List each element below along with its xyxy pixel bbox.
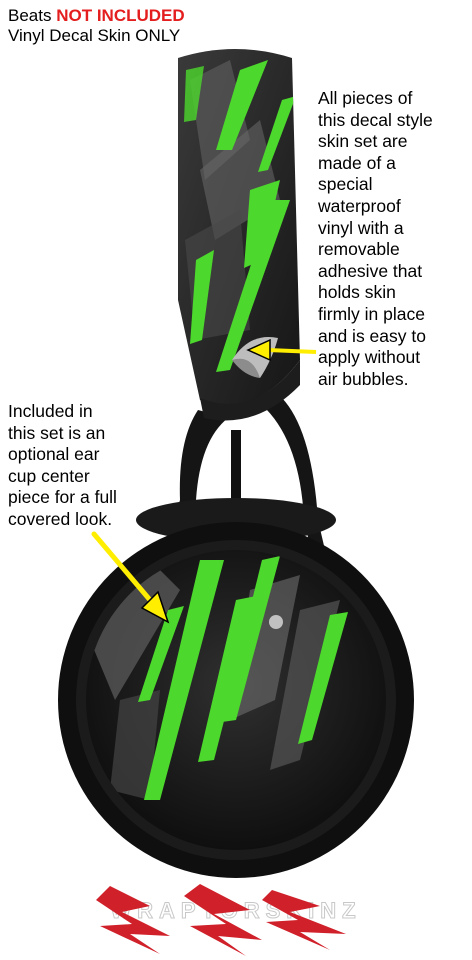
callout-line: waterproof	[318, 195, 401, 216]
callout-line: apply without	[318, 347, 421, 368]
claw-mark-icon	[96, 884, 346, 956]
arrow-to-cup-icon	[91, 531, 170, 624]
callout-line: piece for a full	[8, 487, 117, 508]
callout-line: special	[318, 174, 373, 195]
header-line-2: Vinyl Decal Skin ONLY	[8, 26, 181, 45]
ear-cup-callout: Included in this set is an optional ear …	[8, 401, 158, 531]
callout-line: firmly in place	[318, 303, 425, 324]
arrow-to-peel-icon	[246, 338, 317, 362]
callout-line: skin set are	[318, 131, 408, 152]
callout-line: made of a	[318, 152, 396, 173]
callout-line: and is easy to	[318, 325, 426, 346]
headband	[178, 49, 300, 421]
callout-line: cup center	[8, 465, 90, 486]
header-line-1: Beats NOT INCLUDED	[8, 6, 185, 26]
callout-line: All pieces of	[318, 88, 413, 108]
callout-line: removable	[318, 239, 400, 260]
callout-line: this decal style	[318, 109, 433, 130]
not-included-label: NOT INCLUDED	[56, 6, 185, 25]
callout-line: Included in	[8, 401, 93, 421]
callout-line: optional ear	[8, 444, 100, 465]
brand-logo: WRAPTORSKINZ	[96, 884, 356, 956]
callout-line: covered look.	[8, 508, 113, 529]
callout-line: this set is an	[8, 422, 106, 443]
callout-line: vinyl with a	[318, 217, 404, 238]
callout-line: air bubbles.	[318, 368, 409, 389]
waterproof-vinyl-callout: All pieces of this decal style skin set …	[318, 88, 468, 390]
callout-line: adhesive that	[318, 260, 423, 281]
brand-name: Beats	[8, 6, 52, 25]
callout-line: holds skin	[318, 282, 396, 303]
ear-cup	[58, 522, 414, 878]
